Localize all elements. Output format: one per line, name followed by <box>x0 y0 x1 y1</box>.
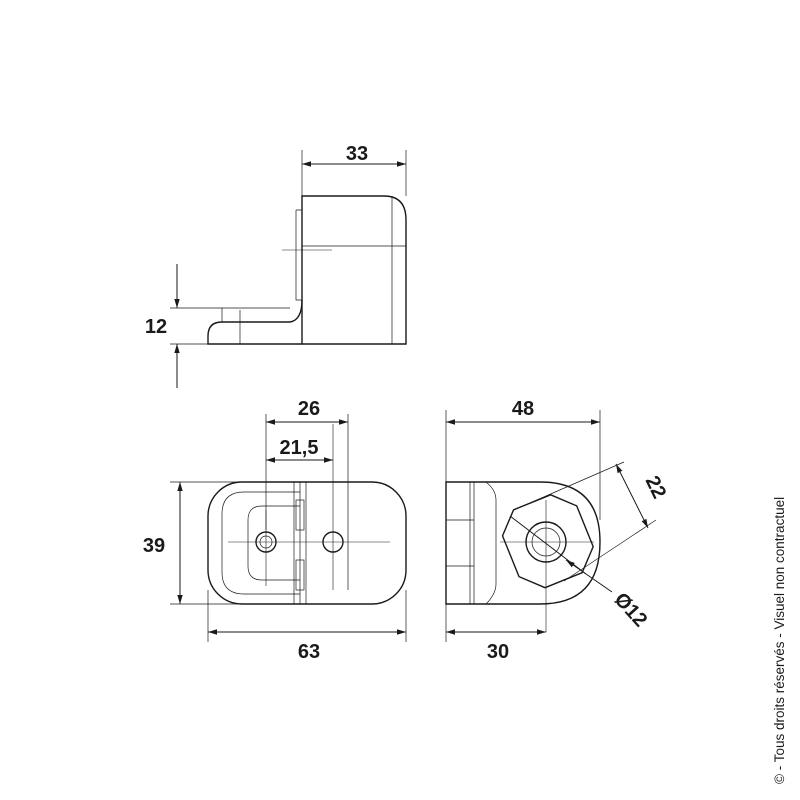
dim-nut-across-flats: 22 <box>641 473 671 503</box>
front-view <box>170 414 407 642</box>
dim-side-width: 33 <box>346 143 368 165</box>
dim-bore-diameter: Ø12 <box>610 589 652 632</box>
dim-front-inner: 21,5 <box>280 437 319 459</box>
dim-side-height: 12 <box>145 316 167 338</box>
dim-end-depth: 30 <box>487 641 509 663</box>
dim-front-height: 39 <box>143 535 165 557</box>
dim-front-outer: 26 <box>298 398 320 420</box>
dim-end-width: 48 <box>512 398 534 420</box>
side-view <box>170 150 407 388</box>
end-view <box>445 410 657 642</box>
copyright-notice: © - Tous droits réservés - Visuel non co… <box>772 496 787 784</box>
dim-front-width: 63 <box>298 641 320 663</box>
